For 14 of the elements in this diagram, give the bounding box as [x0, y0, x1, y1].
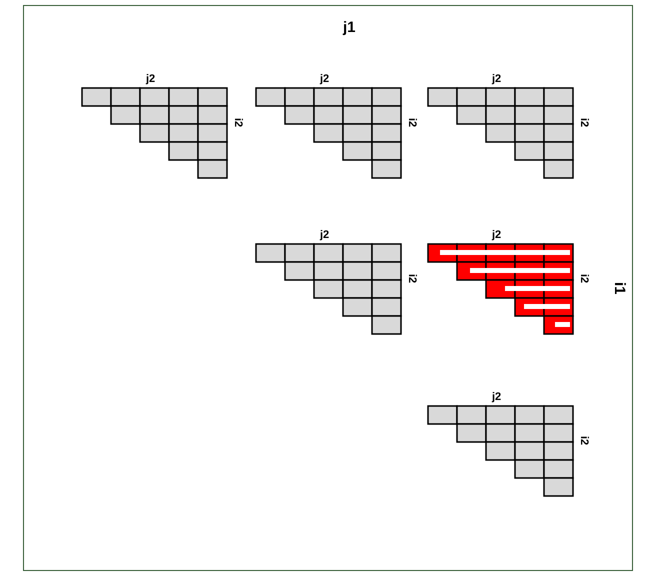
axis-label: j1	[343, 20, 356, 35]
axis-label: j2	[492, 392, 502, 403]
axis-label: i2	[406, 274, 417, 284]
axis-label: i2	[406, 118, 417, 128]
axis-label: i2	[578, 274, 589, 284]
axis-label: j2	[320, 230, 330, 241]
axis-label: j2	[146, 74, 156, 85]
axis-label: i2	[578, 436, 589, 446]
axis-label: j2	[320, 74, 330, 85]
axis-label: i2	[578, 118, 589, 128]
axis-label: i2	[232, 118, 243, 128]
axis-label: j2	[492, 74, 502, 85]
axis-label: i1	[612, 282, 627, 295]
axis-label: j2	[492, 230, 502, 241]
